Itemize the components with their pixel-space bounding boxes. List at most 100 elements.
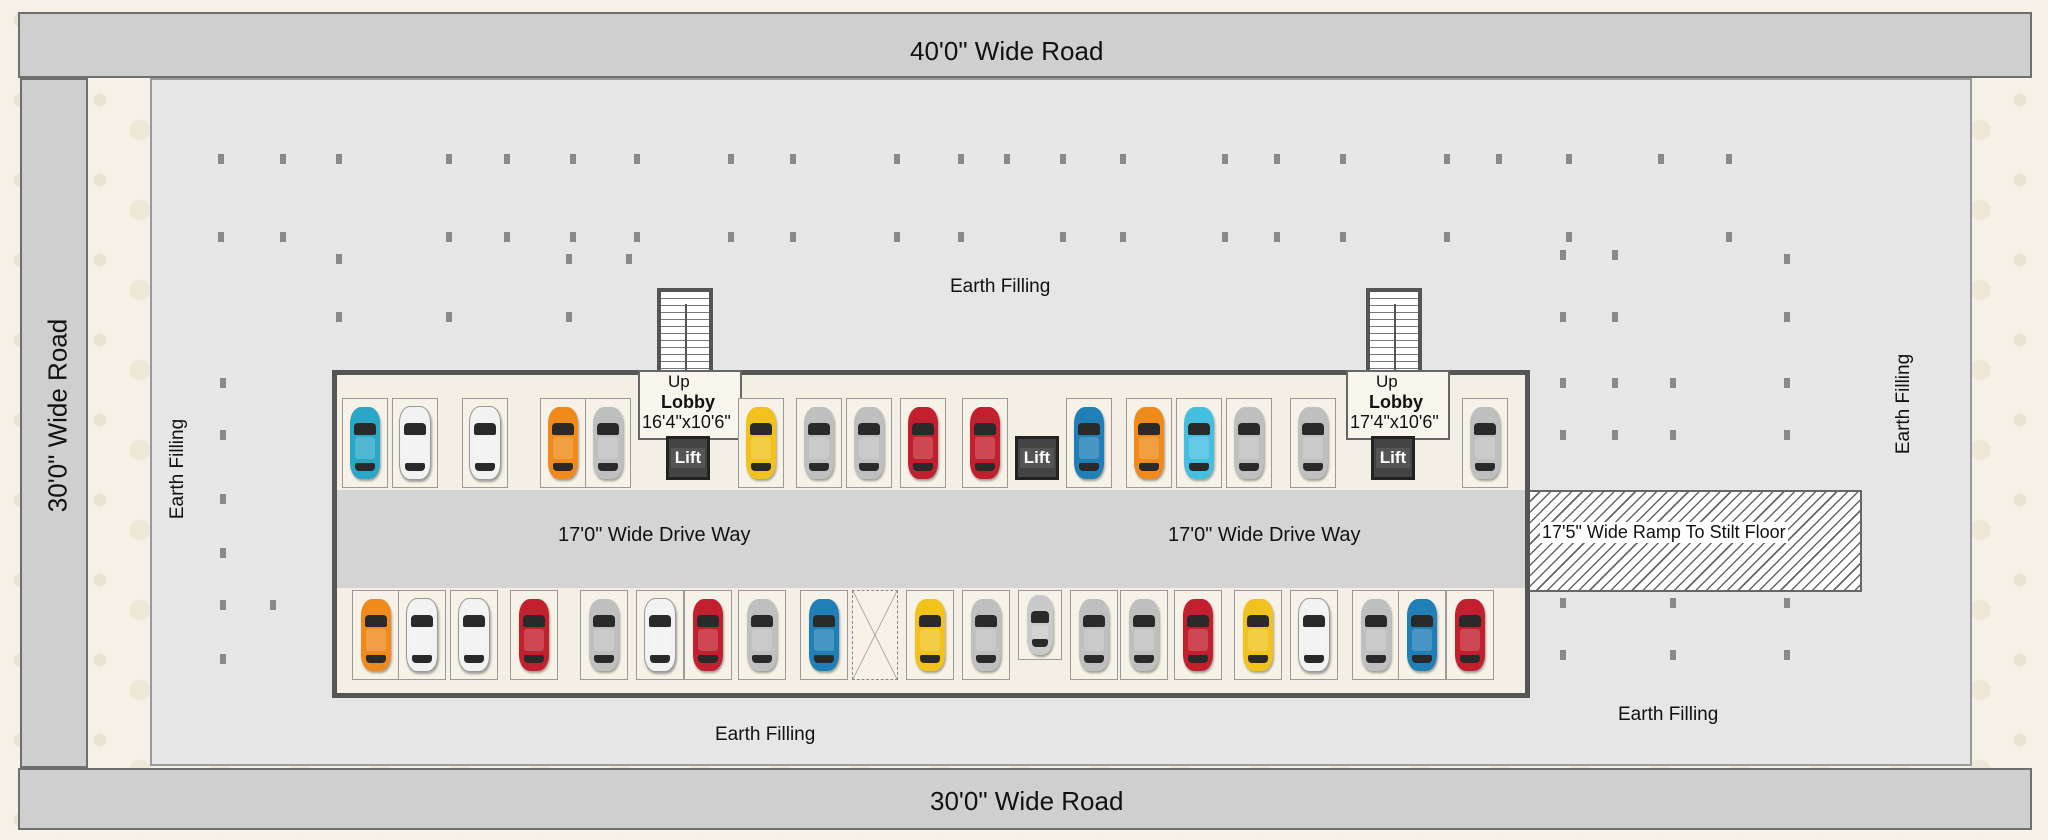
column-marker	[280, 154, 286, 164]
parking-slot	[800, 590, 848, 680]
column-marker	[446, 232, 452, 242]
column-marker	[958, 232, 964, 242]
car-icon	[399, 406, 431, 480]
car-icon	[970, 407, 1000, 479]
column-marker	[446, 312, 452, 322]
parking-slot	[846, 398, 892, 488]
column-marker	[1670, 430, 1676, 440]
column-marker	[1560, 378, 1566, 388]
parking-slot	[1352, 590, 1400, 680]
column-marker	[1612, 312, 1618, 322]
left-road-label: 30'0" Wide Road	[42, 318, 73, 513]
column-marker	[1120, 232, 1126, 242]
car-icon	[1027, 595, 1053, 655]
car-icon	[746, 407, 776, 479]
lobby-1-name: Lobby	[661, 392, 715, 412]
parking-slot	[392, 398, 438, 488]
column-marker	[1444, 232, 1450, 242]
earth-filling-left-label: Earth Filling	[167, 418, 188, 520]
column-marker	[220, 378, 226, 388]
lobby-1: Up Lobby 16'4"x10'6"	[638, 370, 742, 440]
parking-slot	[580, 590, 628, 680]
column-marker	[1274, 154, 1280, 164]
column-marker	[626, 254, 632, 264]
bottom-road: 30'0" Wide Road	[18, 768, 2032, 830]
column-marker	[790, 154, 796, 164]
parking-slot	[1398, 590, 1446, 680]
car-icon	[1234, 407, 1264, 479]
left-road: 30'0" Wide Road	[20, 78, 88, 768]
parking-slot	[510, 590, 558, 680]
car-icon	[1079, 599, 1109, 671]
ramp-to-stilt-floor: 17'5" Wide Ramp To Stilt Floor	[1528, 490, 1862, 592]
column-marker	[1560, 598, 1566, 608]
car-icon	[458, 598, 490, 672]
car-icon	[593, 407, 623, 479]
column-marker	[1566, 154, 1572, 164]
parking-slot	[1446, 590, 1494, 680]
column-marker	[1784, 650, 1790, 660]
parking-slot	[684, 590, 732, 680]
column-marker	[220, 430, 226, 440]
parking-slot	[352, 590, 400, 680]
column-marker	[1560, 430, 1566, 440]
parking-slot	[738, 398, 784, 488]
parking-slot	[738, 590, 786, 680]
column-marker	[218, 154, 224, 164]
column-marker	[1340, 154, 1346, 164]
parking-slot-empty	[852, 590, 898, 680]
drive-way: 17'0" Wide Drive Way 17'0" Wide Drive Wa…	[337, 490, 1525, 588]
car-icon	[1243, 599, 1273, 671]
column-marker	[1670, 598, 1676, 608]
column-marker	[446, 154, 452, 164]
lobby-1-size: 16'4"x10'6"	[642, 412, 731, 432]
column-marker	[270, 600, 276, 610]
earth-filling-bottom-center-label: Earth Filling	[715, 724, 816, 745]
column-marker	[218, 232, 224, 242]
car-icon	[1470, 407, 1500, 479]
column-marker	[894, 154, 900, 164]
car-icon	[908, 407, 938, 479]
parking-slot	[342, 398, 388, 488]
car-icon	[350, 407, 380, 479]
column-marker	[570, 154, 576, 164]
parking-slot	[585, 398, 631, 488]
car-icon	[854, 407, 884, 479]
column-marker	[1222, 154, 1228, 164]
lift-2-label: Lift	[1020, 448, 1054, 468]
column-marker	[1784, 430, 1790, 440]
column-marker	[1004, 154, 1010, 164]
column-marker	[1274, 232, 1280, 242]
column-marker	[280, 232, 286, 242]
car-icon	[809, 599, 839, 671]
column-marker	[1060, 154, 1066, 164]
column-marker	[1560, 650, 1566, 660]
column-marker	[336, 312, 342, 322]
lobby-2-size: 17'4"x10'6"	[1350, 412, 1439, 432]
parking-slot-small	[1018, 590, 1062, 660]
lift-3: Lift	[1371, 436, 1415, 480]
lobby-1-up-label: Up	[668, 372, 690, 391]
column-marker	[1120, 154, 1126, 164]
parking-slot	[1462, 398, 1508, 488]
parking-slot	[1174, 590, 1222, 680]
column-marker	[634, 232, 640, 242]
parking-slot	[1290, 398, 1336, 488]
car-icon	[644, 598, 676, 672]
parking-slot	[398, 590, 446, 680]
parking-slot	[1120, 590, 1168, 680]
column-marker	[1060, 232, 1066, 242]
drive-way-right-label: 17'0" Wide Drive Way	[1168, 524, 1361, 546]
car-icon	[1298, 407, 1328, 479]
column-marker	[1670, 650, 1676, 660]
earth-filling-right-label: Earth Filling	[1893, 353, 1914, 455]
drive-way-left-label: 17'0" Wide Drive Way	[558, 524, 751, 546]
column-marker	[1670, 378, 1676, 388]
column-marker	[1444, 154, 1450, 164]
parking-slot	[540, 398, 586, 488]
ramp-label: 17'5" Wide Ramp To Stilt Floor	[1540, 522, 1788, 543]
column-marker	[1222, 232, 1228, 242]
car-icon	[1129, 599, 1159, 671]
car-icon	[589, 599, 619, 671]
column-marker	[1784, 312, 1790, 322]
